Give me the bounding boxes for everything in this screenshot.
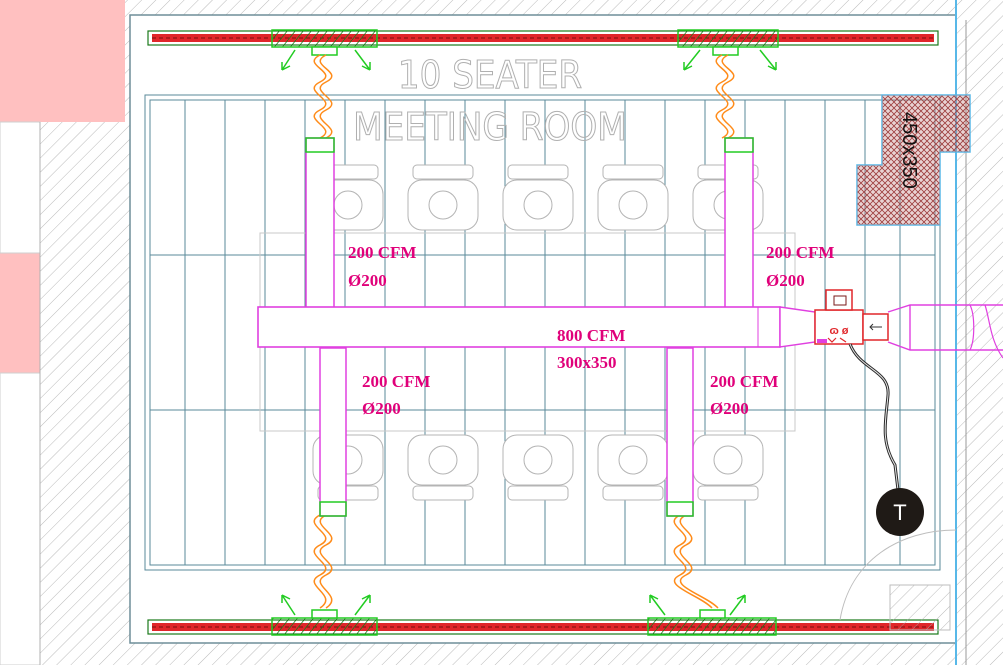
flex-ducts	[313, 54, 735, 609]
duct-to-riser	[887, 304, 1003, 351]
left-wall-strip	[0, 121, 41, 254]
svg-text:ɷ ø: ɷ ø	[829, 325, 848, 337]
duct-transition	[779, 306, 816, 348]
branch-bottom-right-flow: 200 CFM	[710, 372, 778, 391]
branch-bottom-right-size: Ø200	[710, 399, 749, 418]
branch-duct-collars	[305, 137, 754, 517]
thermostat-label: T	[893, 500, 906, 525]
branch-top-left-flow: 200 CFM	[348, 243, 416, 262]
branch-top-left-size: Ø200	[348, 271, 387, 290]
air-direction-arrows	[281, 49, 777, 616]
chair-bottom-5	[692, 434, 764, 501]
chair-top-2	[407, 164, 479, 231]
adjacent-room-mid	[0, 253, 40, 373]
riser-shaft	[856, 94, 971, 226]
branch-ducts	[305, 137, 754, 517]
branch-bottom-left-size: Ø200	[362, 399, 401, 418]
linear-grille-top	[147, 30, 939, 46]
chair-bottom-4	[597, 434, 669, 501]
thermostat-tag	[876, 488, 924, 536]
main-supply-duct	[257, 306, 781, 348]
branch-top-right-size: Ø200	[766, 271, 805, 290]
chair-top-4	[597, 164, 669, 231]
riser-size-label: 450x350	[898, 112, 920, 189]
branch-top-right-flow: 200 CFM	[766, 243, 834, 262]
adjacent-room-top	[0, 0, 125, 122]
chair-bottom-2	[407, 434, 479, 501]
door-swing	[839, 529, 957, 631]
left-wall-strip-lower	[0, 372, 41, 665]
chair-bottom-3	[502, 434, 574, 501]
room-title-line1: 10 SEATER	[398, 53, 582, 97]
room-title-line2: MEETING ROOM	[353, 105, 627, 149]
chair-top-3	[502, 164, 574, 231]
duct-to-riser-curve	[969, 304, 1003, 359]
vav-box: ɷ ø	[814, 289, 889, 345]
branch-bottom-left-flow: 200 CFM	[362, 372, 430, 391]
plenum-necks	[311, 46, 739, 619]
main-duct-size: 300x350	[557, 353, 617, 372]
main-duct-flow: 800 CFM	[557, 326, 625, 345]
linear-grille-bottom	[147, 619, 939, 635]
